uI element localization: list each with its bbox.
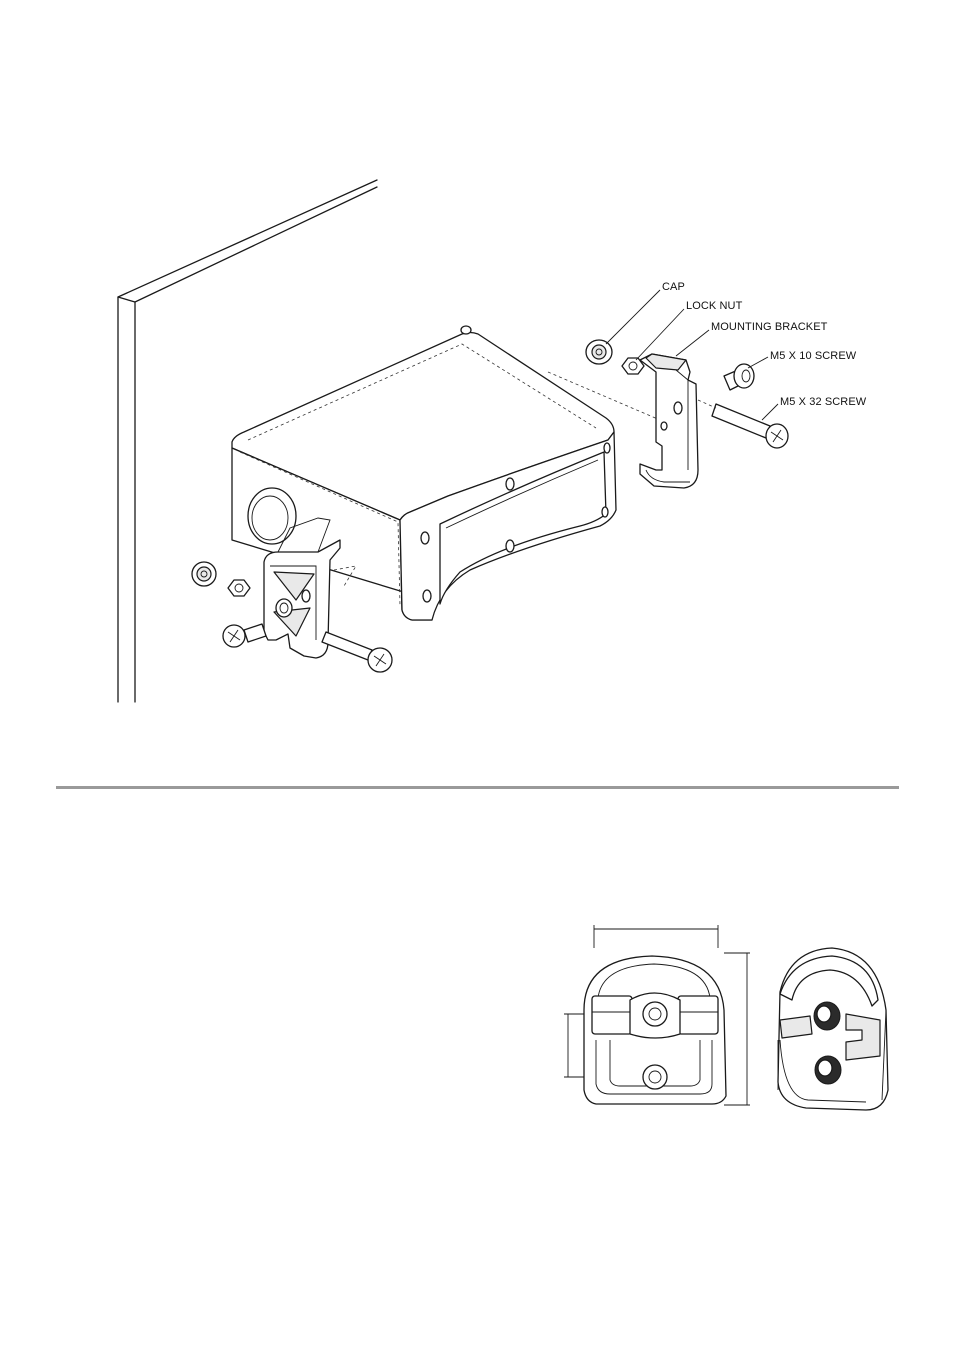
bracket-3d-view [778,948,888,1110]
callout-lock-nut: LOCK NUT [686,300,743,312]
right-mounting-bracket [640,354,698,488]
left-lock-nut [228,580,250,596]
right-m5x10-screw [724,364,754,390]
left-m5x10-screw [223,624,266,647]
left-cap [192,562,216,586]
callout-m5x32-screw: M5 X 32 SCREW [780,396,867,408]
bracket-front-view [564,925,750,1105]
callout-cap: CAP [662,281,685,293]
section-divider [56,786,899,789]
right-m5x32-screw [712,404,788,448]
callout-m5x10-screw: M5 X 10 SCREW [770,350,857,362]
right-cap [586,340,612,364]
callout-mounting-bracket: MOUNTING BRACKET [711,321,828,333]
left-m5x32-screw [322,632,392,672]
